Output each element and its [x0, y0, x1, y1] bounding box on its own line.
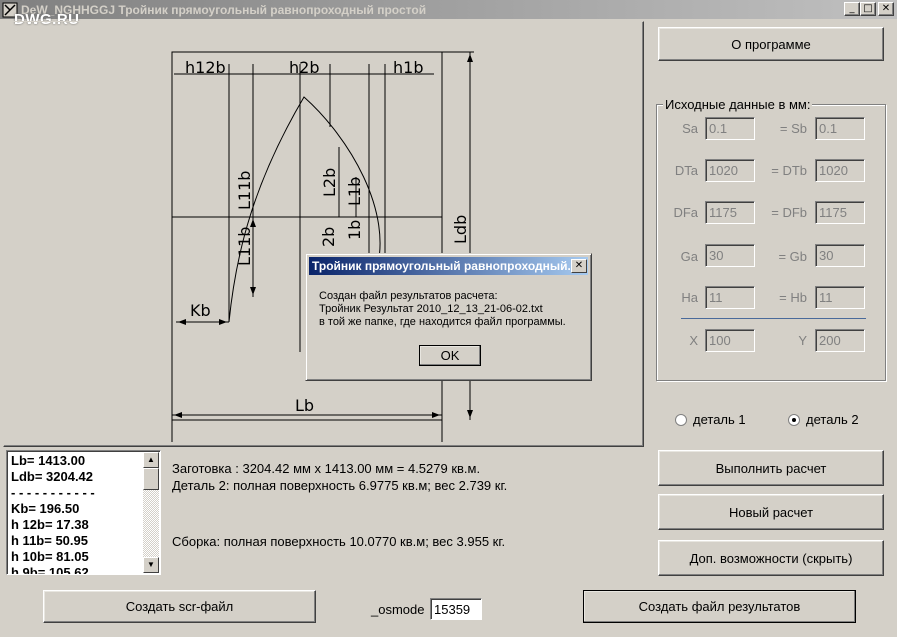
list-scrollbar[interactable]: ▲ ▼	[143, 452, 159, 573]
dialog-close-icon[interactable]: ✕	[571, 259, 587, 273]
dim-h1b: h1b	[393, 58, 423, 77]
label-dtb: = DTb	[771, 163, 807, 178]
dim-l11b-top: L11b	[235, 171, 254, 210]
label-dfa: DFa	[673, 205, 698, 220]
field-hb[interactable]: 11	[815, 286, 865, 309]
detail2-info: Деталь 2: полная поверхность 6.9775 кв.м…	[172, 478, 508, 493]
label-sb: = Sb	[779, 121, 807, 136]
new-calc-button[interactable]: Новый расчет	[658, 494, 884, 530]
osmode-label: _osmode	[371, 602, 425, 617]
radio-detail2[interactable]: деталь 2	[788, 412, 859, 427]
field-dta[interactable]: 1020	[705, 159, 755, 182]
extra-features-button[interactable]: Доп. возможности (скрыть)	[658, 540, 884, 576]
dialog-title: Тройник прямоугольный равнопроходный...	[309, 257, 588, 275]
dialog-line-1: Создан файл результатов расчета:	[319, 290, 498, 302]
scroll-thumb[interactable]	[143, 468, 159, 490]
list-item: Ldb= 3204.42	[11, 469, 94, 484]
field-dtb[interactable]: 1020	[815, 159, 865, 182]
dialog-line-2: Тройник Результат 2010_12_13_21-06-02.tx…	[319, 303, 543, 315]
blank-info: Заготовка : 3204.42 мм x 1413.00 мм = 4.…	[172, 461, 481, 476]
about-button[interactable]: О программе	[658, 27, 884, 61]
dim-l2b-bottom: 2b	[319, 227, 338, 247]
dim-l1b-bottom: 1b	[345, 220, 364, 240]
field-dfa[interactable]: 1175	[705, 201, 755, 224]
field-dfb[interactable]: 1175	[815, 201, 865, 224]
label-hb: = Hb	[779, 290, 807, 305]
label-ha: Ha	[681, 290, 698, 305]
label-dta: DTa	[674, 163, 698, 178]
scroll-down-icon[interactable]: ▼	[143, 557, 159, 573]
dim-l1b-top: L1b	[345, 177, 364, 206]
dim-l2b: L2b	[320, 168, 339, 197]
title-bar: DeW_NGHHGGJ Тройник прямоугольный равноп…	[0, 0, 897, 19]
list-item: h 12b= 17.38	[11, 517, 89, 532]
osmode-field[interactable]: 15359	[430, 598, 482, 620]
dim-h2b: h2b	[289, 58, 319, 77]
dim-l11b-bottom: L11b	[235, 227, 254, 266]
dim-kb: Kb	[190, 301, 211, 320]
result-dialog: Тройник прямоугольный равнопроходный... …	[305, 253, 592, 381]
list-item: Lb= 1413.00	[11, 453, 86, 468]
window-title: DeW_NGHHGGJ Тройник прямоугольный равноп…	[21, 2, 427, 17]
field-x[interactable]: 100	[705, 329, 755, 352]
list-item: h 11b= 50.95	[11, 533, 88, 548]
radio-detail2-dot[interactable]	[788, 413, 800, 426]
list-item: - - - - - - - - - - -	[11, 485, 95, 500]
radio-detail2-label: деталь 2	[806, 412, 859, 427]
field-sa[interactable]: 0.1	[705, 117, 755, 140]
radio-detail1-label: деталь 1	[693, 412, 746, 427]
radio-detail1[interactable]: деталь 1	[675, 412, 746, 427]
params-separator	[681, 318, 866, 319]
create-scr-button[interactable]: Создать scr-файл	[43, 590, 316, 623]
scroll-up-icon[interactable]: ▲	[143, 452, 159, 468]
field-sb[interactable]: 0.1	[815, 117, 865, 140]
run-button[interactable]: Выполнить расчет	[658, 450, 884, 486]
results-list[interactable]: Lb= 1413.00 Ldb= 3204.42 - - - - - - - -…	[6, 450, 161, 575]
drawing-panel: h12b h2b h1b L2b L11b L11b L1b 1b 2b Ldb…	[3, 21, 644, 447]
field-gb[interactable]: 30	[815, 244, 865, 267]
dialog-line-3: в той же папке, где находится файл прогр…	[319, 316, 566, 328]
label-y: Y	[798, 333, 807, 348]
close-button[interactable]: ✕	[878, 2, 894, 16]
list-item: h 10b= 81.05	[11, 549, 89, 564]
app-icon	[2, 2, 18, 17]
dialog-ok-button[interactable]: OK	[419, 345, 481, 366]
dim-lb: Lb	[295, 396, 314, 415]
dim-h12b: h12b	[185, 58, 226, 77]
assembly-info: Сборка: полная поверхность 10.0770 кв.м;…	[172, 534, 506, 549]
label-x: X	[689, 333, 698, 348]
minimize-button[interactable]: _	[844, 2, 860, 16]
create-results-button[interactable]: Создать файл результатов	[583, 590, 856, 623]
list-item: Kb= 196.50	[11, 501, 80, 516]
field-y[interactable]: 200	[815, 329, 865, 352]
list-item: h 9b= 105.62	[11, 565, 89, 575]
params-legend: Исходные данные в мм:	[663, 97, 813, 112]
radio-detail1-dot[interactable]	[675, 413, 687, 426]
dim-ldb: Ldb	[451, 215, 470, 244]
label-ga: Ga	[680, 249, 698, 264]
maximize-button[interactable]: □	[860, 2, 876, 16]
label-dfb: = DFb	[771, 205, 807, 220]
watermark: DWG.RU	[14, 11, 80, 28]
label-sa: Sa	[682, 121, 698, 136]
field-ga[interactable]: 30	[705, 244, 755, 267]
label-gb: = Gb	[778, 249, 807, 264]
dialog-message: Создан файл результатов расчета: Тройник…	[319, 290, 566, 329]
tee-drawing: h12b h2b h1b L2b L11b L11b L1b 1b 2b Ldb…	[171, 51, 474, 442]
field-ha[interactable]: 11	[705, 286, 755, 309]
